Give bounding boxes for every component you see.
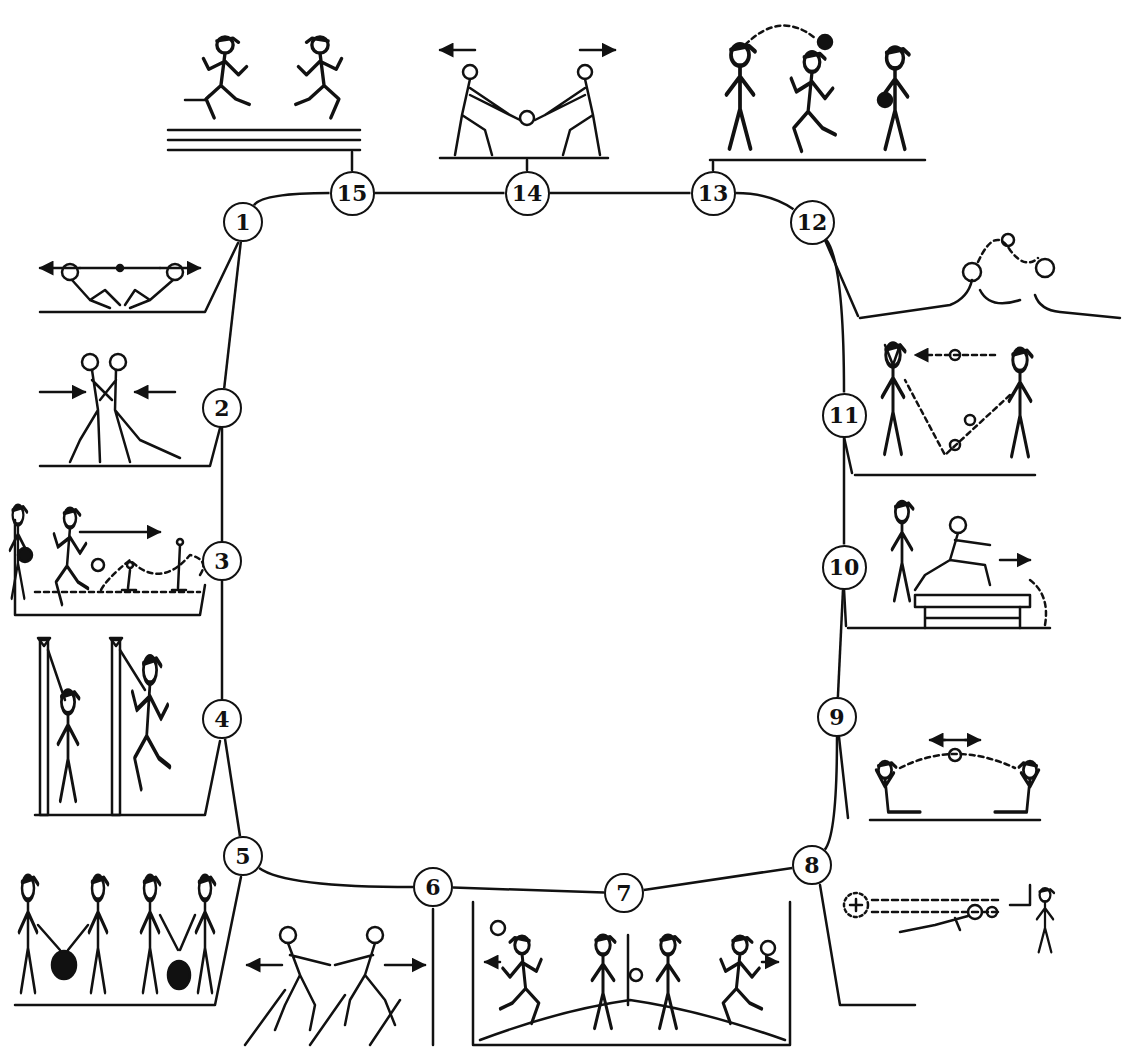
station-number: 5: [235, 845, 250, 867]
station-3-art: [10, 505, 205, 615]
station-4-art: [35, 638, 220, 815]
station-9-art: [839, 737, 1040, 820]
station-number: 9: [829, 706, 844, 728]
station-circle: 14: [505, 171, 550, 216]
track-line: [644, 868, 792, 890]
station-12-art: [825, 234, 1120, 318]
station-circle: 15: [330, 171, 375, 216]
station-5-art: [15, 876, 241, 1005]
track-line: [221, 428, 224, 541]
station-circle: 6: [413, 867, 453, 907]
station-number: 7: [616, 882, 631, 904]
station-14-art: [440, 50, 615, 170]
station-circle: 13: [691, 171, 736, 216]
track-line: [550, 192, 691, 195]
station-circle: 3: [202, 541, 242, 581]
station-number: 1: [235, 211, 250, 233]
track-line: [375, 192, 505, 195]
station-number: 3: [214, 550, 229, 572]
station-number: 8: [804, 854, 819, 876]
track-line: [221, 581, 224, 699]
station-10-art: [844, 502, 1050, 628]
station-circle: 1: [223, 202, 263, 242]
track-line: [254, 193, 330, 205]
station-number: 13: [698, 182, 729, 204]
track-line: [453, 888, 604, 893]
station-circle: 12: [790, 200, 835, 245]
station-number: 10: [829, 556, 860, 578]
station-number: 2: [214, 397, 229, 419]
station-circle: 5: [223, 836, 263, 876]
station-6-art: [245, 909, 433, 1045]
station-number: 4: [214, 708, 229, 730]
station-7-art: [473, 902, 790, 1045]
station-number: 14: [512, 182, 543, 204]
station-circle: 11: [822, 393, 867, 438]
station-number: 15: [337, 182, 368, 204]
track-line: [225, 739, 240, 836]
station-15-art: [168, 37, 360, 170]
station-circle: 8: [792, 845, 832, 885]
track-line: [843, 438, 846, 545]
station-circle: 9: [817, 697, 857, 737]
station-number: 11: [829, 404, 860, 426]
track-line: [259, 868, 413, 887]
station-13-art: [710, 26, 925, 170]
station-2-art: [40, 354, 220, 466]
station-1-art: [40, 243, 238, 312]
station-number: 6: [425, 876, 440, 898]
station-circle: 4: [202, 699, 242, 739]
track-line: [736, 193, 794, 209]
station-circle: 2: [202, 388, 242, 428]
station-8-art: [820, 885, 1054, 1005]
track-line: [838, 590, 843, 698]
track-line: [825, 737, 837, 850]
station-circle: 10: [822, 545, 867, 590]
station-circle: 7: [604, 873, 644, 913]
station-11-art: [844, 344, 1035, 475]
station-number: 12: [797, 211, 828, 233]
